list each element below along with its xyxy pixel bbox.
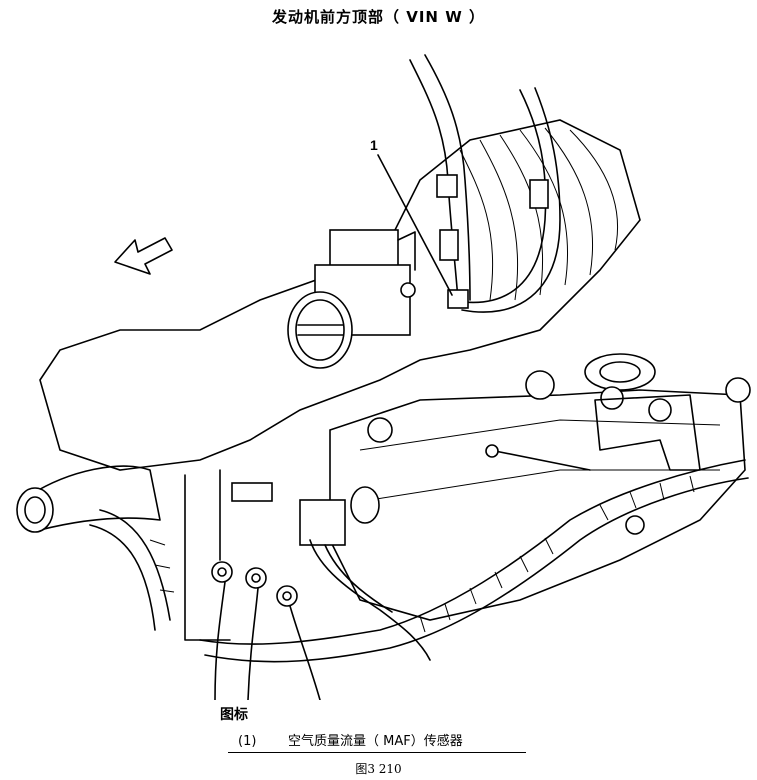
legend-item-number: (1) — [238, 734, 257, 749]
engine-block — [329, 389, 746, 621]
diagram-title: 发动机前方顶部（ VIN W ） — [272, 8, 485, 26]
figure-number: 图3 210 — [355, 762, 402, 776]
maf-sensor — [287, 229, 416, 369]
ring-terminals — [211, 561, 298, 607]
legend-heading: 图标 — [220, 707, 248, 723]
left-tube — [29, 465, 161, 531]
callout-number: 1 — [370, 137, 378, 153]
legend-item-label: 空气质量流量（ MAF）传感器 — [288, 734, 463, 749]
direction-arrow-icon — [114, 237, 173, 275]
engine-illustration: 1 — [16, 54, 751, 700]
legend-item: (1) 空气质量流量（ MAF）传感器 — [228, 730, 526, 753]
